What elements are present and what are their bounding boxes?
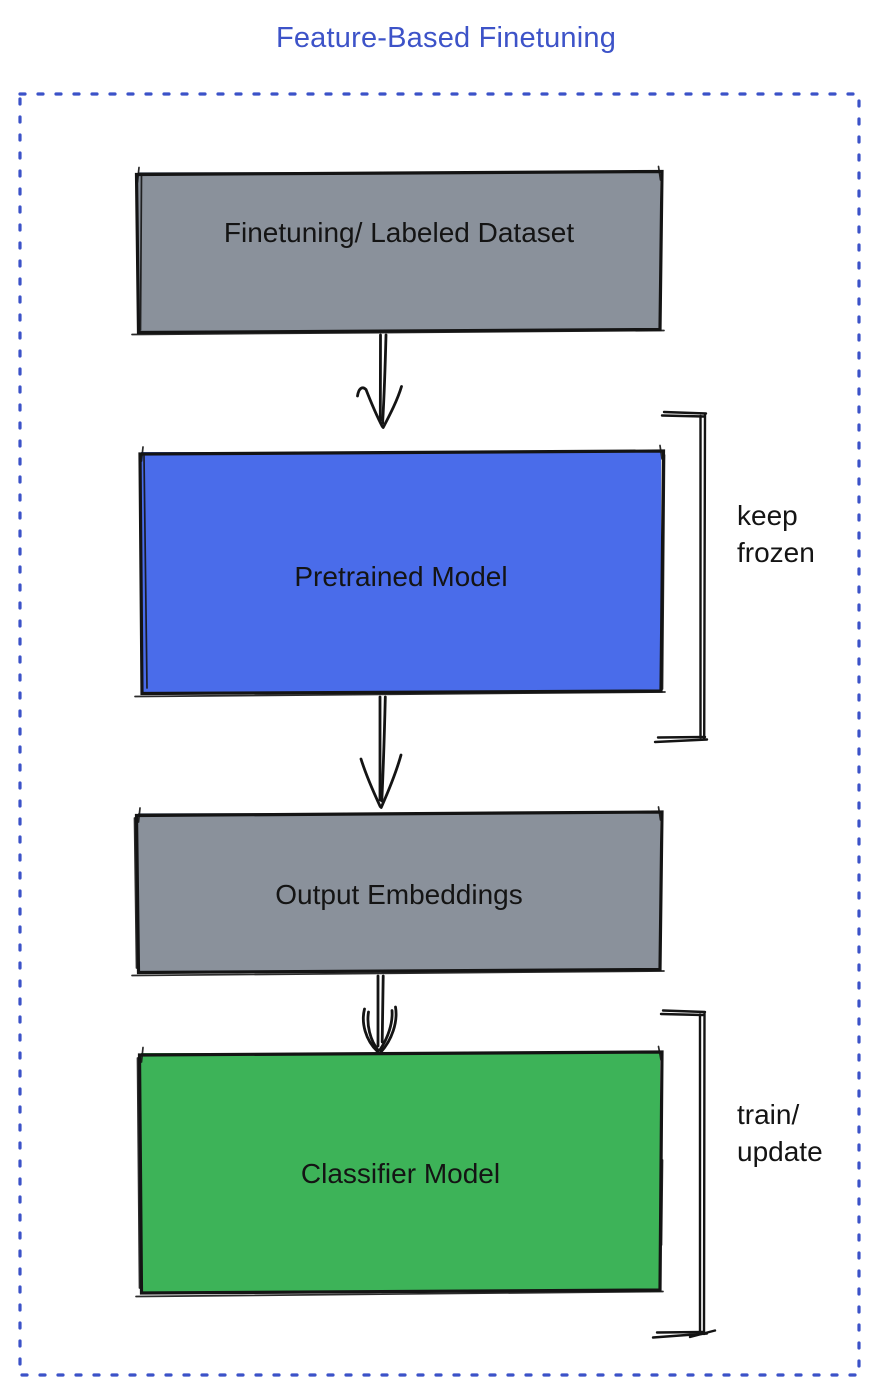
node-output-embeddings: Output Embeddings (138, 813, 660, 971)
node-label: Classifier Model (300, 1157, 501, 1189)
annotation-line: keep (737, 500, 798, 531)
annotation-line: update (737, 1136, 823, 1167)
arrow-dataset-to-pretrained (356, 333, 403, 429)
keep-frozen-bracket (653, 410, 709, 744)
node-label: Pretrained Model (294, 561, 508, 592)
node-label: Output Embeddings (275, 879, 523, 910)
annotation-line: train/ (737, 1099, 800, 1130)
node-label: Finetuning/ Labeled Dataset (223, 216, 575, 248)
train-update-bracket (651, 1009, 717, 1339)
annotation-keep-frozen: keep frozen (737, 497, 815, 571)
diagram-title: Feature-Based Finetuning (275, 22, 617, 54)
arrow-embeddings-to-classifier (361, 974, 398, 1054)
node-pretrained-model: Pretrained Model (141, 452, 661, 692)
annotation-train-update: train/ update (737, 1096, 823, 1170)
node-finetuning-labeled-dataset: Finetuning/ Labeled Dataset (138, 172, 660, 331)
arrow-pretrained-to-embeddings (359, 695, 403, 809)
node-classifier-model: Classifier Model (141, 1053, 660, 1292)
annotation-line: frozen (737, 537, 815, 568)
